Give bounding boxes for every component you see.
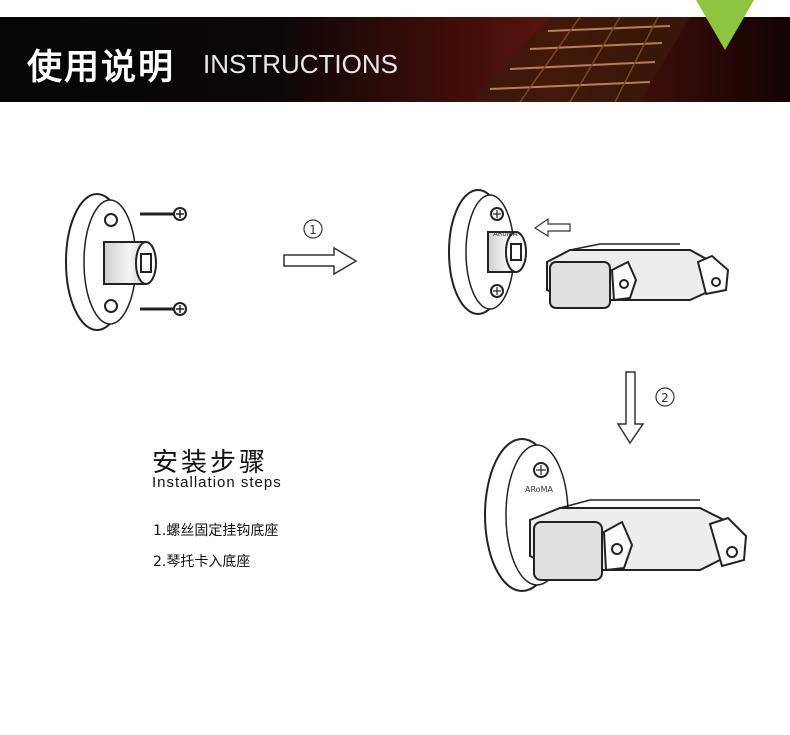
arrow-right-icon: [283, 246, 358, 276]
guitar-fretboard-image: [470, 17, 690, 102]
header-banner: 使用说明 INSTRUCTIONS: [0, 17, 790, 102]
base-brand-label-assembled: ARoMA: [525, 485, 553, 494]
steps-subtitle: Installation steps: [152, 474, 282, 491]
base-with-screws-figure: [65, 193, 187, 331]
screw-top-icon: [140, 207, 187, 221]
screw-bottom-icon: [140, 302, 187, 316]
header-title-en: INSTRUCTIONS: [203, 49, 398, 79]
green-triangle-icon: [696, 0, 754, 50]
header-title-cn: 使用说明: [27, 48, 176, 88]
steps-title: 安装步骤: [152, 448, 269, 478]
base-and-holder-figure: [448, 189, 730, 315]
base-brand-label: ARoMA: [493, 230, 518, 238]
step-item-1: 1.螺丝固定挂钩底座: [153, 523, 279, 539]
arrow-down-icon: [616, 371, 645, 445]
arrow-left-small-icon: [533, 217, 571, 238]
assembled-hanger-figure: [484, 438, 748, 592]
svg-text:2: 2: [661, 391, 669, 405]
step-item-2: 2.琴托卡入底座: [153, 554, 251, 570]
svg-text:1: 1: [309, 223, 317, 237]
